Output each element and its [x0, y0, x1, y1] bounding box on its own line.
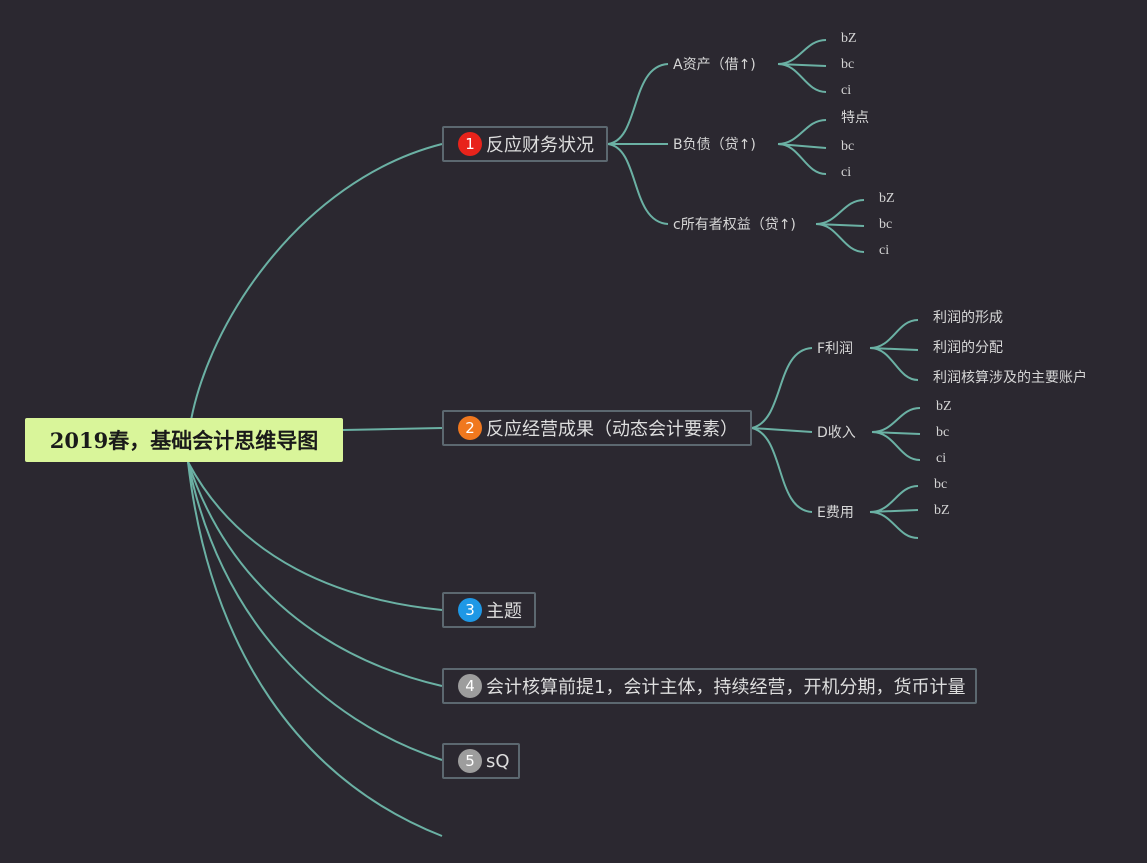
badge-4: 4	[458, 674, 482, 698]
leaf[interactable]: bZ	[879, 191, 895, 206]
branch-2[interactable]: 2 反应经营成果（动态会计要素）	[442, 410, 752, 446]
branch-3[interactable]: 3 主题	[442, 592, 536, 628]
subtopic-d[interactable]: D收入	[817, 425, 856, 441]
branch-1-label: 反应财务状况	[486, 135, 594, 156]
leaf[interactable]: bc	[936, 425, 950, 440]
leaf[interactable]: 利润核算涉及的主要账户	[933, 371, 1087, 386]
connector-b2-e	[751, 427, 813, 513]
connector-root-b3	[187, 461, 443, 611]
connector-root-empty	[187, 461, 443, 837]
connector-b1-a	[607, 63, 669, 145]
badge-5: 5	[458, 749, 482, 773]
leaf[interactable]: bc	[879, 217, 893, 232]
branch-1[interactable]: 1 反应财务状况	[442, 126, 608, 162]
root-title: 2019春，基础会计思维导图	[49, 428, 319, 453]
leaf[interactable]: bZ	[936, 399, 952, 414]
subtopic-f[interactable]: F利润	[817, 341, 854, 357]
leaf[interactable]: ci	[936, 451, 947, 466]
leaf[interactable]: bc	[841, 57, 855, 72]
leaf[interactable]: bZ	[841, 31, 857, 46]
connector-b1-c	[607, 143, 669, 225]
leaf[interactable]: bc	[934, 477, 948, 492]
leaf[interactable]: ci	[841, 83, 852, 98]
badge-3: 3	[458, 598, 482, 622]
branch-4-label: 会计核算前提1，会计主体，持续经营，开机分期，货币计量	[486, 677, 966, 698]
leaf[interactable]: 利润的分配	[933, 341, 1003, 356]
badge-2: 2	[458, 416, 482, 440]
connector-b2-f	[751, 347, 813, 429]
branch-2-label: 反应经营成果（动态会计要素）	[486, 419, 738, 440]
subtopic-c[interactable]: c所有者权益（贷↑)	[673, 217, 796, 233]
connector-root-b5	[187, 461, 443, 761]
subtopic-b[interactable]: B负债（贷↑)	[673, 137, 756, 153]
branch-5-label: sQ	[486, 750, 510, 772]
leaf[interactable]: bZ	[934, 503, 950, 518]
connector-root-b4	[187, 461, 443, 687]
subtopic-e[interactable]: E费用	[817, 505, 854, 521]
branch-3-label: 主题	[486, 601, 522, 622]
connector-b2-d	[751, 427, 813, 433]
connector-root-b2	[342, 427, 443, 431]
leaf[interactable]: 利润的形成	[933, 311, 1003, 326]
connector-root-b1	[187, 143, 443, 441]
branch-4[interactable]: 4 会计核算前提1，会计主体，持续经营，开机分期，货币计量	[442, 668, 977, 704]
root-topic[interactable]: 2019春，基础会计思维导图	[25, 418, 343, 462]
leaf[interactable]: ci	[879, 243, 890, 258]
badge-1: 1	[458, 132, 482, 156]
leaf[interactable]: ci	[841, 165, 852, 180]
leaf[interactable]: 特点	[841, 111, 869, 126]
branch-5[interactable]: 5 sQ	[442, 743, 520, 779]
subtopic-a[interactable]: A资产（借↑)	[673, 57, 756, 73]
leaf[interactable]: bc	[841, 139, 855, 154]
